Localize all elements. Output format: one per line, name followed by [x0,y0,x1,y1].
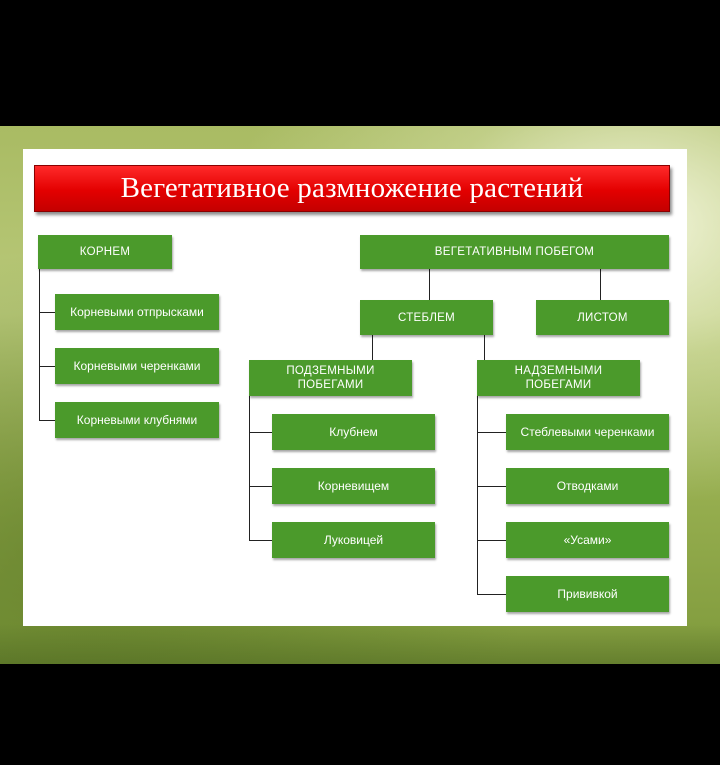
leaf-box: ЛИСТОМ [536,300,669,335]
vegetative-shoot-box: ВЕГЕТАТИВНЫМ ПОБЕГОМ [360,235,669,269]
connector-line [39,269,40,420]
connector-line [484,335,485,360]
connector-line [372,335,373,360]
stem-box: СТЕБЛЕМ [360,300,493,335]
connector-line [39,420,55,421]
connector-line [39,366,55,367]
root-box: КОРНЕМ [38,235,172,269]
connector-line [477,396,478,595]
diagram-title: Вегетативное размножение растений [120,172,584,204]
root-cuttings-box: Корневыми черенками [55,348,219,384]
stem-cuttings-box: Стеблевыми черенками [506,414,669,450]
connector-line [477,594,506,595]
layering-box: Отводками [506,468,669,504]
rhizome-box: Корневищем [272,468,435,504]
runners-box: «Усами» [506,522,669,558]
connector-line [600,269,601,300]
connector-line [477,540,506,541]
root-shoots-box: Корневыми отпрысками [55,294,219,330]
title-banner: Вегетативное размножение растений [34,165,670,212]
connector-line [429,269,430,300]
underground-shoots-box: ПОДЗЕМНЫМИ ПОБЕГАМИ [249,360,412,396]
tuber-box: Клубнем [272,414,435,450]
connector-line [249,486,272,487]
bulb-box: Луковицей [272,522,435,558]
connector-line [249,540,272,541]
aboveground-shoots-box: НАДЗЕМНЫМИ ПОБЕГАМИ [477,360,640,396]
grafting-box: Прививкой [506,576,669,612]
connector-line [477,432,506,433]
connector-line [249,432,272,433]
connector-line [477,486,506,487]
connector-line [39,312,55,313]
connector-line [249,396,250,541]
root-tubers-box: Корневыми клубнями [55,402,219,438]
